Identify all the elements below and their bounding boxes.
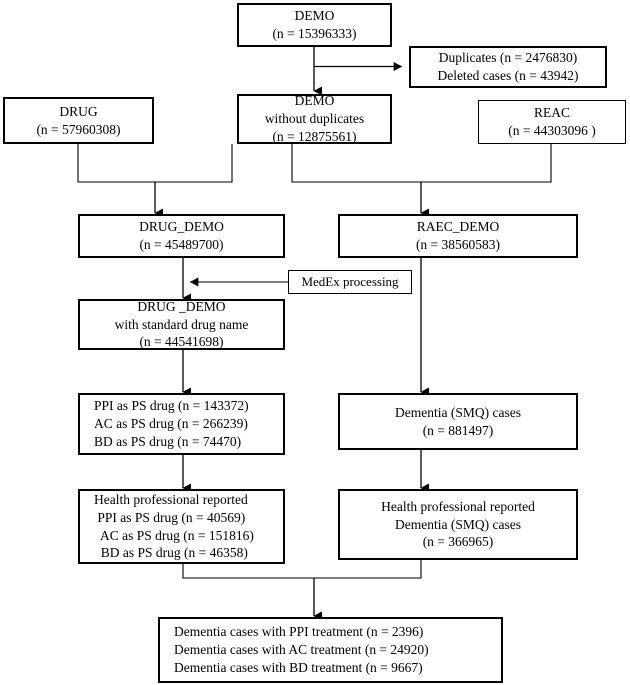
- health-professional-dementia-box: Health professional reported Dementia (S…: [338, 489, 578, 560]
- drug-box: DRUG (n = 57960308): [3, 97, 154, 144]
- hp-dementia-line-1: Health professional reported: [381, 498, 535, 514]
- dementia-smq-line-2: (n = 881497): [422, 422, 494, 438]
- final-line-3: Dementia cases with BD treatment (n = 96…: [174, 659, 423, 675]
- demo-nodup-line-2: without duplicates: [264, 111, 365, 127]
- ps-drug-line-1: PPI as PS drug (n = 143372): [94, 398, 249, 414]
- drug-demo-std-line-3: (n = 44541698): [139, 334, 224, 350]
- demo-box: DEMO (n = 15396333): [237, 3, 392, 47]
- drug-demo-std-line-1: DRUG _DEMO: [137, 298, 226, 314]
- ps-drug-line-3: BD as PS drug (n = 74470): [94, 433, 242, 449]
- hp-ps-drug-line-2: PPI as PS drug (n = 40569): [94, 509, 246, 525]
- ps-drug-line-2: AC as PS drug (n = 266239): [94, 416, 248, 432]
- hp-dementia-line-3: (n = 366965): [422, 534, 494, 550]
- drug-line-2: (n = 57960308): [36, 121, 121, 137]
- duplicates-line-2: Deleted cases (n = 43942): [437, 68, 579, 83]
- edge-demo-and-reac-to-raec-demo: [291, 144, 552, 218]
- hp-ps-drug-line-4: BD as PS drug (n = 46358): [94, 545, 248, 561]
- ps-drug-counts-box: PPI as PS drug (n = 143372) AC as PS dru…: [78, 393, 285, 455]
- reac-line-2: (n = 44303096 ): [508, 123, 596, 138]
- drug-line-1: DRUG: [59, 103, 98, 119]
- demo-without-duplicates-box: DEMO without duplicates (n = 12875561): [237, 93, 392, 144]
- drug-demo-std-line-2: with standard drug name: [114, 316, 249, 332]
- demo-line-1: DEMO: [294, 8, 335, 24]
- demo-nodup-line-1: DEMO: [294, 93, 335, 109]
- drug-demo-box: DRUG_DEMO (n = 45489700): [78, 214, 285, 258]
- reac-box: REAC (n = 44303096 ): [478, 100, 626, 144]
- final-line-1: Dementia cases with PPI treatment (n = 2…: [174, 624, 424, 640]
- raec-demo-line-1: RAEC_DEMO: [416, 219, 500, 235]
- raec-demo-line-2: (n = 38560583): [415, 237, 501, 252]
- reac-line-1: REAC: [533, 105, 570, 121]
- hp-ps-drug-line-1: Health professional reported: [94, 491, 248, 507]
- edge-drug-and-demo-to-drug-demo: [77, 144, 233, 218]
- medex-processing-box: MedEx processing: [288, 270, 412, 294]
- dementia-smq-cases-box: Dementia (SMQ) cases (n = 881497): [338, 393, 578, 450]
- raec-demo-box: RAEC_DEMO (n = 38560583): [338, 214, 578, 258]
- health-professional-ps-drug-box: Health professional reported PPI as PS d…: [78, 489, 285, 564]
- dementia-smq-line-1: Dementia (SMQ) cases: [395, 404, 521, 420]
- edge-merge-to-final: [182, 560, 422, 621]
- medex-label: MedEx processing: [301, 274, 399, 290]
- duplicates-deleted-box: Duplicates (n = 2476830) Deleted cases (…: [409, 46, 607, 88]
- drug-demo-line-2: (n = 45489700): [139, 237, 224, 252]
- drug-demo-standard-name-box: DRUG _DEMO with standard drug name (n = …: [78, 299, 285, 350]
- drug-demo-line-1: DRUG_DEMO: [139, 219, 224, 235]
- final-dementia-treatment-box: Dementia cases with PPI treatment (n = 2…: [158, 617, 503, 683]
- hp-dementia-line-2: Dementia (SMQ) cases: [395, 516, 521, 532]
- duplicates-line-1: Duplicates (n = 2476830): [438, 50, 578, 66]
- final-line-2: Dementia cases with AC treatment (n = 24…: [174, 642, 429, 658]
- demo-nodup-line-3: (n = 12875561): [272, 128, 357, 144]
- hp-ps-drug-line-3: AC as PS drug (n = 151816): [94, 527, 254, 543]
- demo-line-2: (n = 15396333): [272, 26, 357, 41]
